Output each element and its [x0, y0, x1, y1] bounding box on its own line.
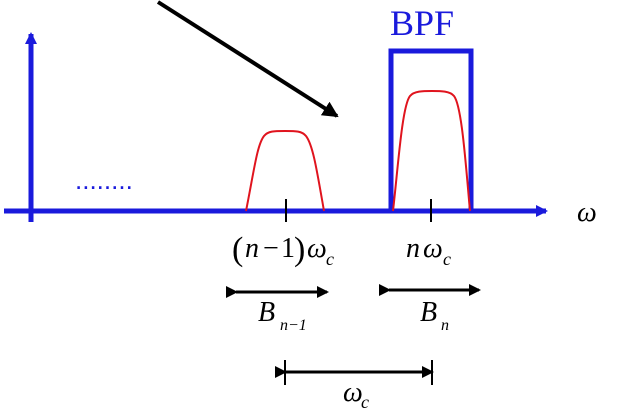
ellipsis: ........ — [75, 165, 133, 195]
omega-axis-label: ω — [577, 197, 597, 228]
left-width-symbol: B — [258, 297, 275, 328]
left-band-n: n — [245, 233, 259, 264]
left-band-open-paren: ( — [232, 231, 243, 268]
left-band-omega: ω — [307, 233, 327, 264]
pointer-arrow — [156, 0, 339, 118]
left-band-one: 1 — [281, 233, 295, 264]
left-band-subscript: c — [326, 249, 334, 269]
right-band-n: n — [406, 233, 420, 264]
band-n-minus-1 — [245, 130, 325, 212]
band-n — [392, 89, 471, 212]
left-band-close-paren: ) — [294, 231, 305, 268]
bpf-label: BPF — [390, 3, 454, 43]
right-band-subscript: c — [443, 249, 451, 269]
spacing-subscript: c — [361, 392, 369, 412]
right-band-omega: ω — [423, 233, 443, 264]
right-width-subscript: n — [441, 317, 449, 334]
spacing-omega: ω — [343, 377, 363, 408]
left-band-minus: − — [263, 233, 279, 264]
bpf-box — [388, 48, 474, 214]
left-width-subscript: n−1 — [280, 317, 307, 334]
right-width-symbol: B — [420, 297, 437, 328]
